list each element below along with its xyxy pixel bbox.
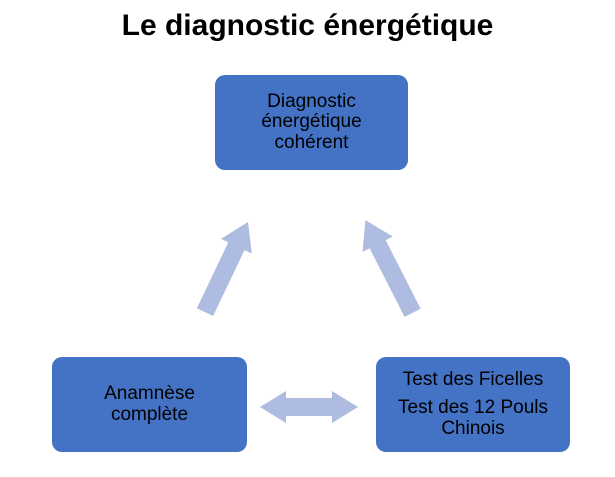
- node-tests: Test des Ficelles Test des 12 Pouls Chin…: [376, 357, 570, 452]
- arrow-up-left-icon: [362, 220, 421, 317]
- node-tests-line1: Test des Ficelles: [402, 368, 544, 390]
- node-anamnese-label: Anamnèse complète: [104, 382, 195, 425]
- node-diagnostic-label: Diagnostic énergétique cohérent: [261, 90, 362, 153]
- node-anamnese-complete: Anamnèse complète: [52, 357, 247, 452]
- arrow-double-horizontal-icon: [260, 391, 358, 423]
- page-title: Le diagnostic énergétique: [121, 9, 494, 42]
- node-diagnostic-energetique: Diagnostic énergétique cohérent: [215, 75, 408, 170]
- arrow-up-right-icon: [196, 221, 252, 317]
- node-tests-line2: Test des 12 Pouls Chinois: [398, 397, 548, 439]
